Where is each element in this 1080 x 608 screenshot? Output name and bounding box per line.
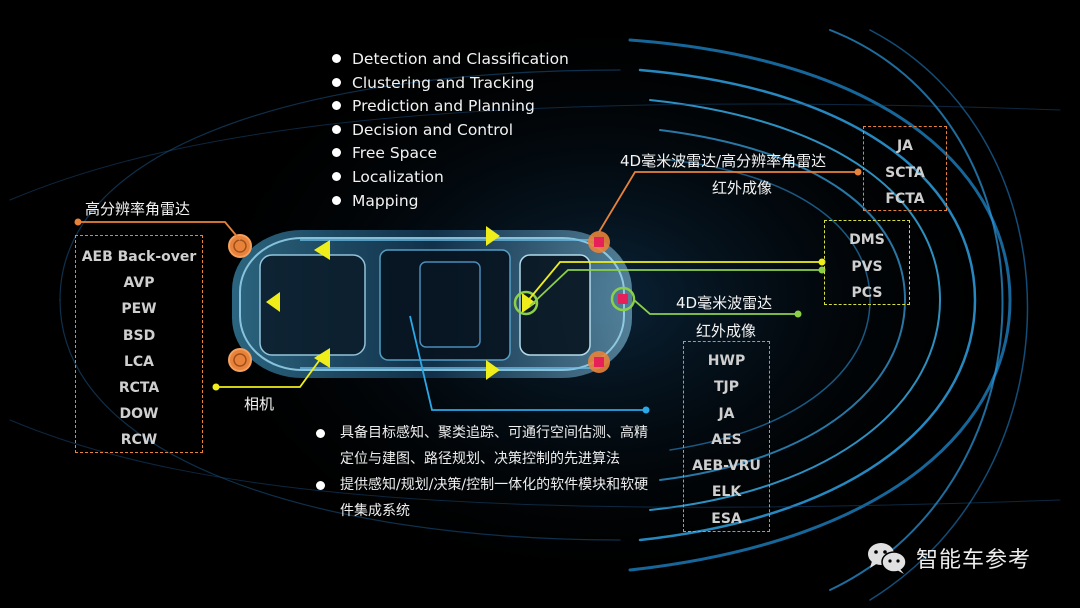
function-item: JA	[896, 138, 914, 154]
algorithm-feature-list: Detection and Classification Clustering …	[332, 48, 569, 213]
bullet-icon	[332, 171, 341, 181]
rear-corner-radar-label: 高分辨率角雷达	[85, 200, 191, 218]
function-item: TJP	[713, 379, 740, 396]
function-item: DOW	[119, 406, 159, 423]
front-corner-functions-box: JA SCTA FCTA	[863, 126, 947, 211]
function-item: RCW	[120, 432, 158, 449]
rear-functions-box: AEB Back-over AVP PEW BSD LCA RCTA DOW R…	[75, 235, 203, 453]
function-item: RCTA	[118, 380, 160, 397]
feature-item: Mapping	[332, 190, 569, 214]
front-infrared-label: 红外成像	[712, 179, 773, 197]
wechat-icon	[868, 543, 907, 574]
function-item: AVP	[123, 275, 155, 292]
function-item: PVS	[851, 258, 883, 275]
capability-description: 具备目标感知、聚类追踪、可通行空间估测、高精定位与建图、路径规划、决策控制的先进…	[313, 420, 653, 524]
function-item: AEB Back-over	[81, 249, 197, 265]
leader-lines	[74, 168, 862, 414]
front-radar-label: 4D毫米波雷达/高分辨率角雷达	[620, 152, 827, 170]
bullet-icon	[332, 195, 341, 205]
function-item: PCS	[851, 285, 883, 301]
feature-item: Detection and Classification	[332, 48, 569, 72]
function-item: LCA	[123, 353, 155, 370]
front-center-radar-label: 4D毫米波雷达	[676, 294, 773, 312]
function-item: PEW	[121, 301, 157, 318]
interior-functions-box: DMS PVS PCS	[824, 220, 910, 305]
function-item: ELK	[711, 484, 742, 501]
bullet-icon	[316, 481, 325, 490]
front-functions-box: HWP TJP JA AES AEB-VRU ELK ESA	[683, 341, 770, 532]
bullet-icon	[332, 101, 341, 111]
front-center-infrared-label: 红外成像	[696, 322, 757, 340]
description-item: 具备目标感知、聚类追踪、可通行空间估测、高精定位与建图、路径规划、决策控制的先进…	[313, 420, 653, 472]
bullet-icon	[332, 124, 341, 134]
function-item: AEB-VRU	[692, 458, 761, 475]
function-item: AES	[711, 431, 742, 448]
function-item: JA	[718, 405, 735, 422]
function-item: DMS	[849, 232, 885, 248]
function-item: BSD	[122, 327, 156, 344]
brand-name: 智能车参考	[916, 548, 1032, 573]
function-item: SCTA	[885, 164, 925, 181]
feature-item: Free Space	[332, 142, 569, 166]
feature-item: Prediction and Planning	[332, 95, 569, 119]
function-item: ESA	[711, 510, 742, 527]
front-center-radar-marker	[513, 286, 636, 316]
brand-watermark: 智能车参考	[866, 541, 1031, 575]
function-item: FCTA	[885, 191, 925, 207]
function-item: HWP	[707, 353, 746, 369]
feature-item: Decision and Control	[332, 119, 569, 143]
bullet-icon	[332, 148, 341, 158]
feature-item: Clustering and Tracking	[332, 72, 569, 96]
front-corner-radar-markers	[588, 231, 610, 373]
feature-item: Localization	[332, 166, 569, 190]
description-item: 提供感知/规划/决策/控制一体化的软件模块和软硬件集成系统	[313, 472, 653, 524]
bullet-icon	[316, 429, 325, 438]
car-top-view	[232, 230, 632, 378]
camera-label: 相机	[244, 395, 275, 413]
bullet-icon	[332, 54, 341, 63]
bullet-icon	[332, 77, 341, 87]
